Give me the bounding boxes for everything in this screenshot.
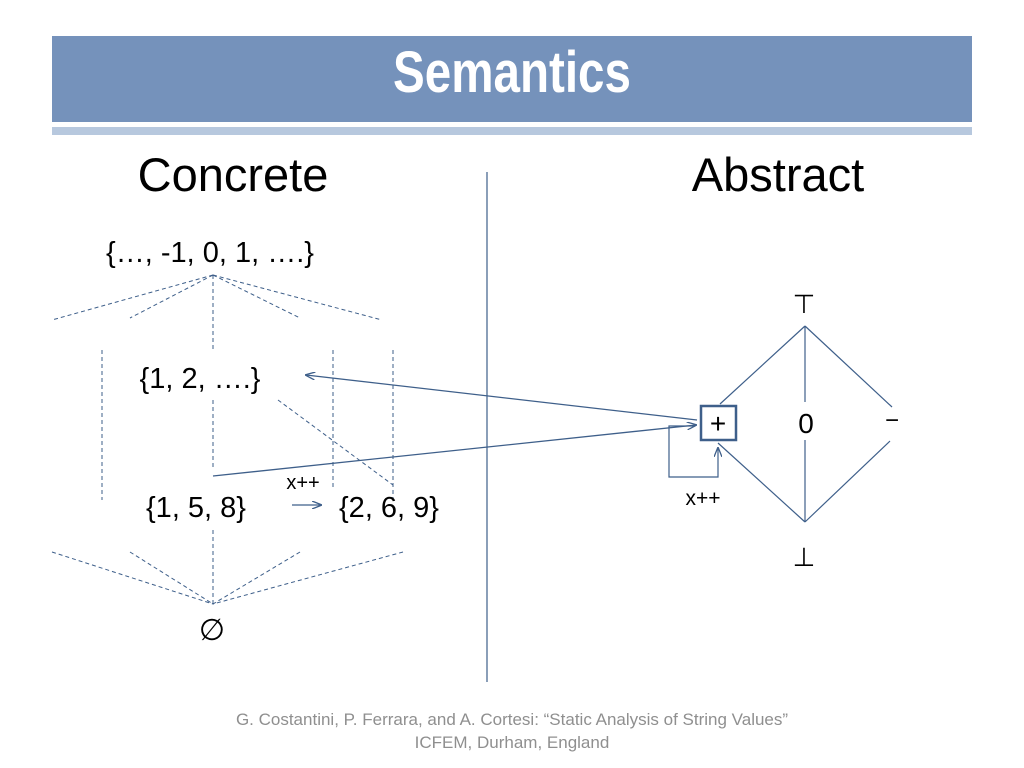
concrete-transition-label: x++ xyxy=(286,472,319,494)
concrete-right-set: {2, 6, 9} xyxy=(339,492,439,524)
title-bar xyxy=(52,36,972,122)
abstract-plus: + xyxy=(710,408,726,439)
title-rule xyxy=(52,127,972,135)
abstract-loop-label: x++ xyxy=(685,487,720,510)
concrete-lattice-lines xyxy=(51,274,404,605)
concrete-heading: Concrete xyxy=(138,148,329,201)
footer-citation: G. Costantini, P. Ferrara, and A. Cortes… xyxy=(235,710,789,729)
abstract-heading: Abstract xyxy=(692,148,864,201)
concrete-top-set: {…, -1, 0, 1, ….} xyxy=(106,237,314,269)
abstract-lattice-lines xyxy=(717,325,893,523)
concretization-arrow xyxy=(306,375,698,421)
abstraction-arrow xyxy=(212,425,696,477)
abstract-minus: − xyxy=(885,407,899,434)
abstract-bottom: ⊥ xyxy=(793,542,816,572)
concrete-bottom-set: ∅ xyxy=(199,614,225,647)
abstract-top: ⊤ xyxy=(793,289,816,319)
abstract-plus-box xyxy=(699,404,738,442)
concrete-left-set: {1, 5, 8} xyxy=(146,492,246,524)
slide-title: Semantics xyxy=(393,40,631,105)
abstract-loop-arrow xyxy=(668,425,718,478)
footer-venue: ICFEM, Durham, England xyxy=(414,733,610,752)
concrete-middle-set: {1, 2, ….} xyxy=(140,363,261,395)
abstract-zero: 0 xyxy=(798,408,814,439)
